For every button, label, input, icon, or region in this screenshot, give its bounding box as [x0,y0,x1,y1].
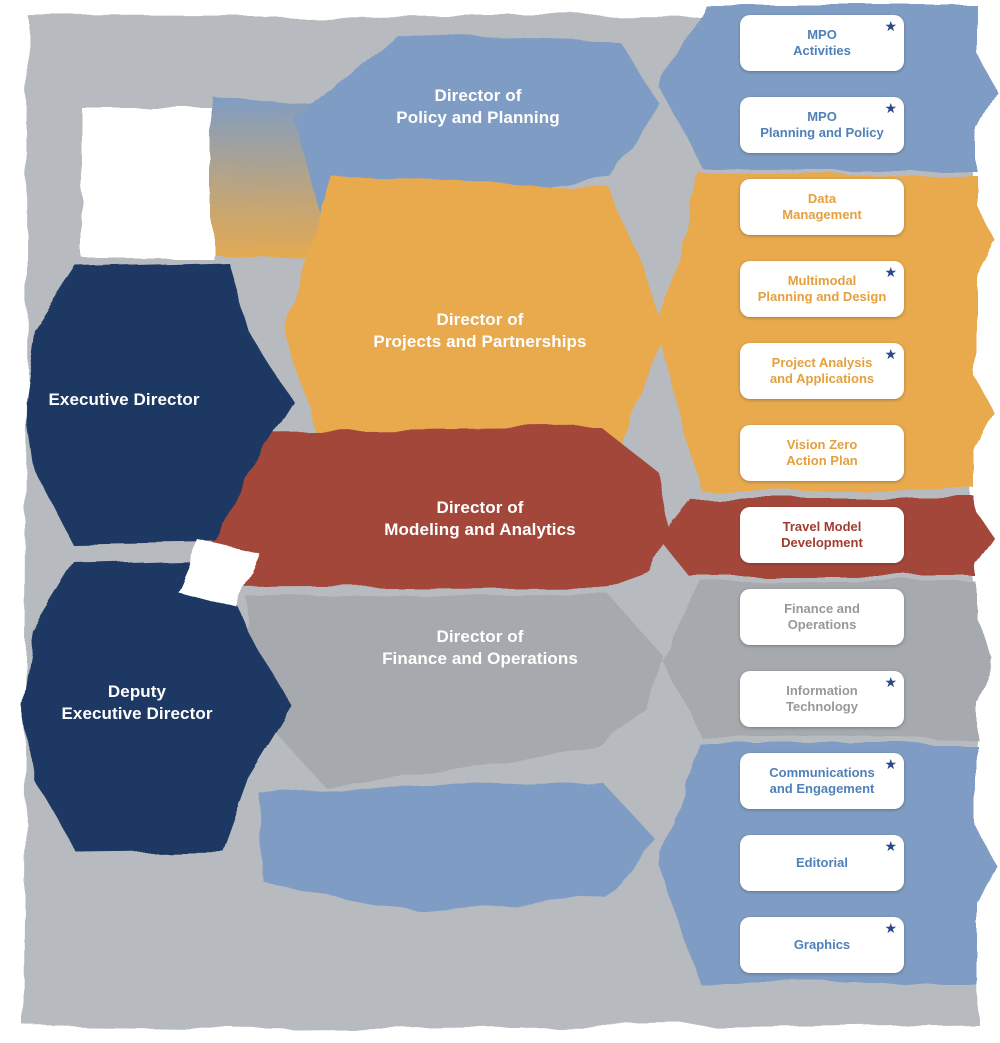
white-notch [82,108,212,258]
director-modeling-analytics-label: Director of Modeling and Analytics [330,497,630,541]
star-icon: ★ [884,756,897,772]
unit-label: Graphics [793,937,851,952]
deputy-executive-director-label: Deputy Executive Director [28,681,246,725]
unit-label: Editorial [795,855,848,870]
unit-graphics: ★ Graphics [740,917,904,973]
arrow-modeling-analytics [212,428,668,588]
white-slash [176,540,260,606]
star-icon: ★ [884,346,897,362]
director-label-line: Modeling and Analytics [384,520,576,539]
star-icon: ★ [884,100,897,116]
unit-editorial: ★ Editorial [740,835,904,891]
director-policy-planning-label: Director of Policy and Planning [330,85,626,129]
band-projects [658,174,995,490]
arrow-finance-operations [246,592,662,788]
star-icon: ★ [884,264,897,280]
director-label-line: Director of [434,86,522,105]
deputy-executive-director-shape [22,560,292,852]
director-label-line: Director of [436,627,524,646]
director-label-line: Director of [436,498,524,517]
star-icon: ★ [884,18,897,34]
star-icon: ★ [884,838,897,854]
star-icon: ★ [884,674,897,690]
director-label-line: Finance and Operations [382,649,578,668]
arrow-policy-planning [296,34,660,212]
deputy-label-line1: Deputy [107,682,167,701]
director-projects-partnerships-label: Director of Projects and Partnerships [330,309,630,353]
deputy-label-line2: Executive Director [61,704,213,723]
director-label-line: Director of [436,310,524,329]
director-label-line: Policy and Planning [396,108,560,127]
executive-director-shape [24,262,292,544]
arrow-communications [258,782,656,912]
executive-director-label: Executive Director [48,390,200,409]
arrow-projects-partnerships [286,176,666,486]
director-label-line: Projects and Partnerships [373,332,587,351]
star-icon: ★ [884,920,897,936]
director-finance-operations-label: Director of Finance and Operations [330,626,630,670]
